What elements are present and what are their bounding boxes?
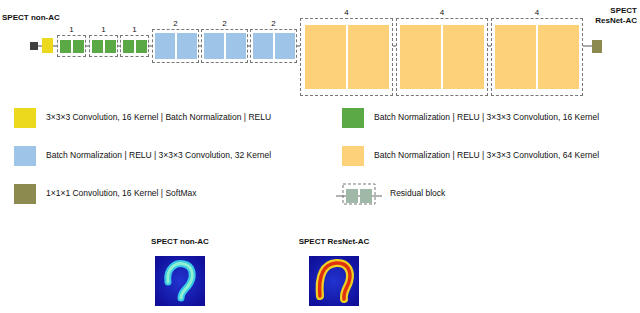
layer-block: [73, 40, 84, 53]
legend-swatch: [14, 146, 36, 166]
softmax-block: [592, 40, 602, 53]
layer-block: [253, 33, 273, 59]
conv-block: [42, 38, 53, 53]
residual-group: 2: [152, 29, 199, 63]
residual-group: 1: [57, 35, 86, 57]
layer-block: [177, 33, 197, 59]
input-block: [30, 42, 38, 50]
repeat-count: 4: [397, 8, 487, 17]
heart-image-non-ac: [155, 256, 205, 306]
image-label: SPECT non-AC: [2, 13, 72, 23]
residual-group: 2: [250, 29, 297, 63]
residual-group: 1: [120, 35, 149, 57]
layer-block: [538, 25, 579, 89]
repeat-count: 4: [301, 8, 392, 17]
legend-swatch: [342, 108, 364, 128]
repeat-count: 1: [58, 25, 85, 34]
layer-block: [400, 25, 441, 89]
layer-block: [155, 33, 175, 59]
residual-group: 4: [491, 18, 583, 96]
legend-text: Residual block: [390, 188, 445, 199]
layer-block: [136, 40, 147, 53]
legend-swatch: [14, 184, 36, 204]
repeat-count: 2: [153, 19, 198, 28]
legend-text: 1×1×1 Convolution, 16 Kernel | SoftMax: [46, 188, 197, 199]
residual-group: 2: [201, 29, 248, 63]
layer-block: [123, 40, 134, 53]
repeat-count: 4: [492, 8, 582, 17]
layer-block: [204, 33, 224, 59]
layer-block: [275, 33, 295, 59]
layer-block: [105, 40, 116, 53]
repeat-count: 1: [121, 25, 148, 34]
legend-swatch: [14, 108, 36, 128]
layer-block: [92, 40, 103, 53]
layer-block: [305, 25, 346, 89]
layer-block: [348, 25, 389, 89]
image-label: SPECT ResNet-AC: [294, 237, 374, 247]
residual-group: 4: [300, 18, 393, 96]
image-label: SPECT non-AC: [140, 237, 220, 247]
repeat-count: 2: [251, 19, 296, 28]
residual-block-icon: [336, 184, 382, 204]
repeat-count: 2: [202, 19, 247, 28]
legend-text: Batch Normalization | RELU | 3×3×3 Convo…: [46, 150, 271, 161]
legend-text: 3×3×3 Convolution, 16 Kernel | Batch Nor…: [46, 112, 271, 123]
legend-text: Batch Normalization | RELU | 3×3×3 Convo…: [374, 150, 599, 161]
image-label: SPECT ResNet-AC: [590, 6, 637, 26]
repeat-count: 1: [90, 25, 117, 34]
layer-block: [443, 25, 484, 89]
legend-swatch: [342, 146, 364, 166]
legend-text: Batch Normalization | RELU | 3×3×3 Convo…: [374, 112, 599, 123]
layer-block: [60, 40, 71, 53]
layer-block: [495, 25, 536, 89]
heart-image-resnet-ac: [309, 256, 359, 306]
residual-group: 4: [396, 18, 488, 96]
layer-block: [226, 33, 246, 59]
residual-group: 1: [89, 35, 118, 57]
